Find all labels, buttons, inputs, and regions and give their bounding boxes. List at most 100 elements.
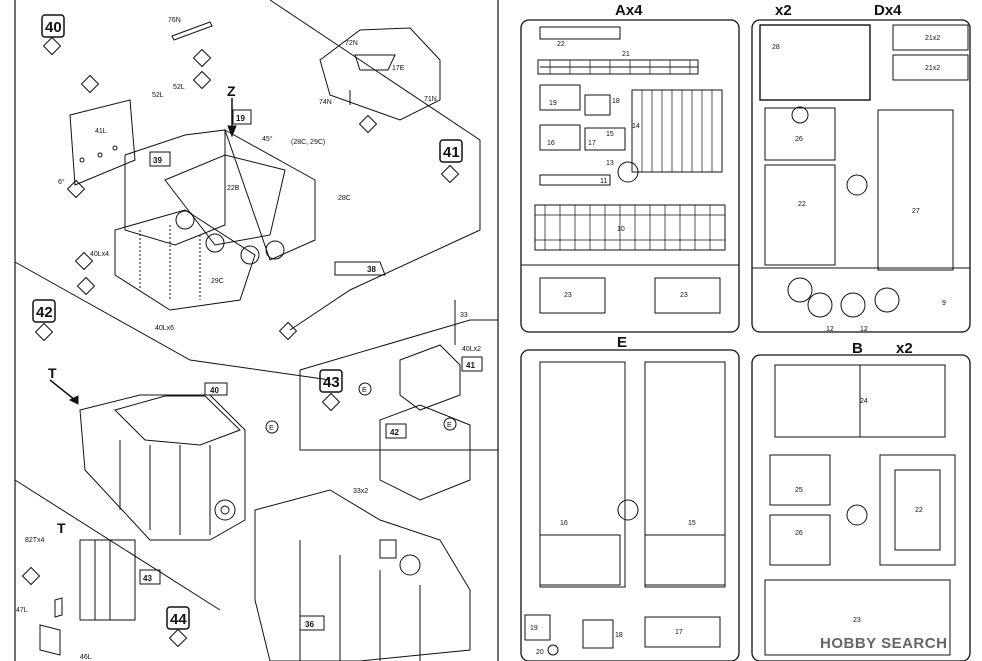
part-number: 16 [547, 140, 555, 147]
wagon-side [224, 128, 316, 261]
part-number: 12 [860, 326, 868, 333]
step-number: 43 [323, 374, 340, 391]
wagon-small [379, 404, 471, 501]
part-number: 27 [912, 208, 920, 215]
callout-box [204, 382, 228, 396]
callout-label: 40 [210, 386, 219, 395]
turret-hatch [354, 54, 396, 71]
sprue-e-frame [520, 349, 740, 661]
part-number: 18 [612, 98, 620, 105]
part-label: 33 [460, 312, 468, 319]
callout-label: 19 [236, 114, 245, 123]
watermark: HOBBY SEARCH [820, 635, 947, 652]
part-label: (28C, 29C) [291, 139, 325, 146]
cement-diamond-icon [42, 36, 62, 56]
assembly-icon [66, 179, 86, 199]
callout-label: 36 [305, 620, 314, 629]
callout-label: 39 [153, 156, 162, 165]
sprue-diagrams [520, 19, 971, 661]
part-label: 28C [338, 195, 351, 202]
part-number: 25 [795, 487, 803, 494]
sprue-title: Dx4 [874, 2, 902, 19]
part-number: 23 [680, 292, 688, 299]
part-number: 24 [860, 398, 868, 405]
part-number: 17 [675, 629, 683, 636]
part-number: 20 [536, 649, 544, 656]
arrow-t-icon [49, 379, 76, 401]
sprue-labels: Ax4 x2 Dx4 E B x2 22 21 19 18 14 16 17 1… [530, 2, 947, 656]
assembly-icon [76, 276, 96, 296]
turret-small [399, 344, 461, 411]
callout-label: 42 [390, 428, 399, 437]
section-divider [14, 479, 221, 611]
sprue-title: E [617, 334, 627, 351]
part-label: 74N [319, 99, 332, 106]
callout-box [139, 569, 161, 585]
chimney [379, 539, 397, 559]
callout-label: 38 [367, 265, 376, 274]
step-box [32, 299, 56, 323]
part-label: 29C [211, 278, 224, 285]
part-label: 46L [80, 654, 92, 661]
axis-t: T [57, 520, 66, 536]
callout-box [334, 261, 386, 276]
sprue-title: Ax4 [615, 2, 643, 19]
part-number: 16 [560, 520, 568, 527]
part-number: 21 [622, 51, 630, 58]
e-marker: E [269, 425, 274, 432]
part-label: 71N [424, 96, 437, 103]
assembly-icon [74, 251, 94, 271]
cement-diamond-icon [168, 628, 188, 648]
left-page-labels: 40 41 42 43 44 39 19 38 40 36 41 42 43 Z… [16, 17, 481, 661]
part-label: 72N [345, 40, 358, 47]
part-label: 40Lx6 [155, 325, 174, 332]
sprue-d-frame [751, 19, 971, 333]
assembly-icon [80, 74, 100, 94]
part-label: 47L [16, 607, 28, 614]
part-number: 15 [606, 131, 614, 138]
step-box [41, 14, 65, 38]
part-number: 11 [600, 178, 607, 185]
part-number: 21x2 [925, 65, 940, 72]
part-label: 33x2 [353, 488, 368, 495]
sprue-multiplier: x2 [896, 340, 913, 357]
callout-label: 41 [466, 361, 475, 370]
part-number: 18 [615, 632, 623, 639]
part-label: 40Lx4 [90, 251, 109, 258]
assembly-icon [192, 70, 212, 90]
step-box [319, 369, 343, 393]
part-label: 52L [173, 84, 185, 91]
callout-box [461, 356, 483, 372]
part-label: 76N [168, 17, 181, 24]
axis-t: T [48, 365, 57, 381]
part-label: 17E [392, 65, 405, 72]
part-number: 19 [549, 100, 557, 107]
part-number: 23 [853, 617, 861, 624]
part-label: 6° [58, 178, 65, 186]
left-page [14, 0, 499, 661]
panel-43-drawing [79, 539, 136, 621]
wagon-assembled [79, 394, 246, 541]
part-label: 40Lx2 [462, 346, 481, 353]
part-number: 26 [795, 136, 803, 143]
hopper-22b [164, 154, 286, 246]
turret-drawing [319, 27, 441, 121]
section-divider [299, 370, 498, 451]
part-number: 23 [564, 292, 572, 299]
part-number: 9 [942, 300, 946, 307]
part-number: 22 [798, 201, 806, 208]
sprue-b-frame [751, 354, 971, 661]
step-box [439, 139, 463, 163]
part-number: 12 [826, 326, 834, 333]
section-divider [14, 261, 331, 381]
part-number: 14 [632, 123, 640, 130]
step-number: 42 [36, 304, 53, 321]
wagon-chassis [114, 209, 256, 311]
part-label: 45° [262, 135, 273, 143]
wagon-body [124, 129, 226, 246]
part-number: 15 [688, 520, 696, 527]
part-number: 17 [588, 140, 596, 147]
panel-41l [69, 99, 136, 186]
part-76n-drawing [171, 21, 213, 41]
callout-box [385, 423, 407, 439]
